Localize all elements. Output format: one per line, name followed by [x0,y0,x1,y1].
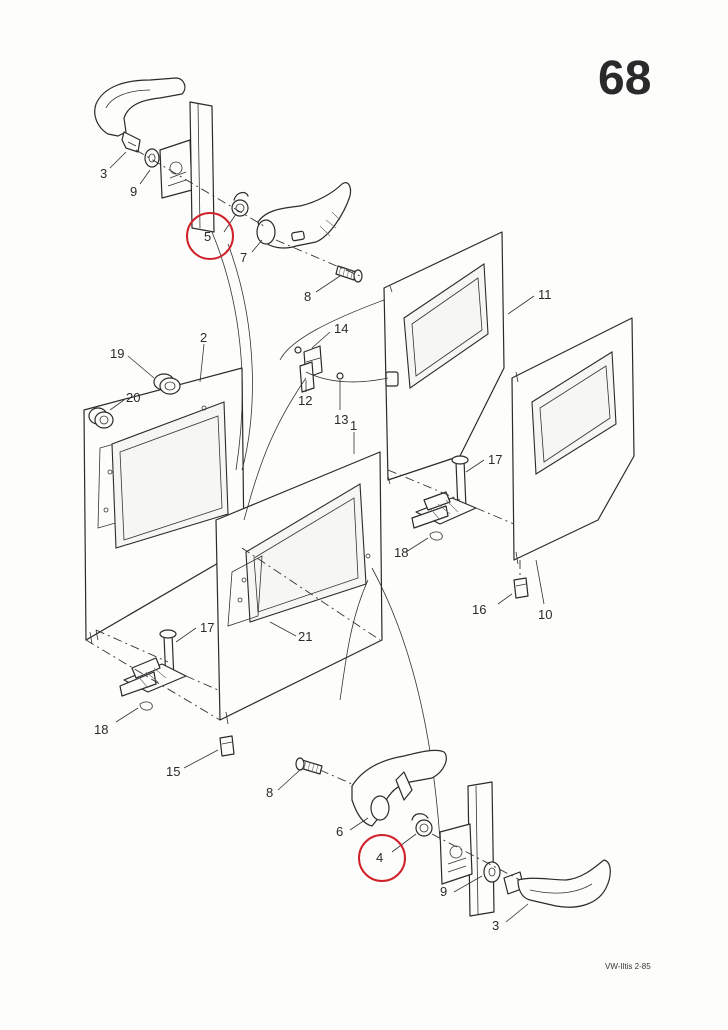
callout-10: 10 [538,607,552,622]
callout-3-bottom: 3 [492,918,499,933]
highlight-circle-5 [186,212,234,260]
bottom-lever-handle [517,859,611,908]
callout-14: 14 [334,321,348,336]
top-spring [231,199,249,217]
callout-8-top: 8 [304,289,311,304]
callout-18-upper: 18 [394,545,408,560]
callout-11: 11 [538,287,552,302]
callout-3-top: 3 [100,166,107,181]
assembly-lines [85,231,521,841]
top-lever-handle [94,77,186,137]
rubber-buffers [88,373,181,429]
top-spindle [121,131,141,153]
callout-5: 5 [204,229,211,244]
callout-8-bottom: 8 [266,785,273,800]
callout-16: 16 [472,602,486,617]
bottom-handle-assembly [295,749,611,917]
door-stops [219,577,529,757]
callout-21: 21 [298,629,312,644]
lower-door-10-window [531,351,617,475]
callout-19: 19 [110,346,124,361]
callout-2: 2 [200,330,207,345]
callout-13: 13 [334,412,348,427]
callout-4: 4 [376,850,383,865]
door-stop-15 [219,735,235,757]
callout-17-upper: 17 [488,452,502,467]
callout-9-bottom: 9 [440,884,447,899]
front-door-panel [215,451,383,725]
leader-lines [109,151,545,923]
bottom-door-post [467,781,495,917]
bottom-escutcheon-plate [439,823,473,885]
door-stop-16 [513,577,529,599]
lower-door-10 [511,317,635,565]
upper-hinge-assembly [411,455,477,541]
top-washer [144,148,160,168]
callout-1: 1 [350,418,357,433]
callout-15: 15 [166,764,180,779]
top-screw [335,265,357,281]
callout-18-lower: 18 [94,722,108,737]
callout-7: 7 [240,250,247,265]
footer-code: VW-Iltis 2-85 [605,962,651,971]
bottom-washer [483,861,501,883]
hinge-parts-top [294,345,389,393]
rear-door-window [111,401,229,549]
upper-door-11-window [403,263,489,389]
callout-17-lower: 17 [200,620,214,635]
highlight-circle-4 [358,834,406,882]
rear-door-panel [83,367,245,645]
callout-6: 6 [336,824,343,839]
top-inner-handle [257,182,352,249]
callout-20: 20 [126,390,140,405]
page-number: 68 [598,52,651,105]
top-escutcheon-plate [159,139,193,199]
lower-hinge-assembly [119,629,187,711]
callout-12: 12 [298,393,312,408]
callout-labels: 3 9 5 7 8 11 14 2 19 20 12 13 1 17 18 16… [94,166,552,933]
top-handle-assembly [94,77,363,283]
callout-9-top: 9 [130,184,137,199]
upper-door-11 [383,231,505,485]
top-door-post [189,101,215,233]
bottom-spring [415,819,433,837]
